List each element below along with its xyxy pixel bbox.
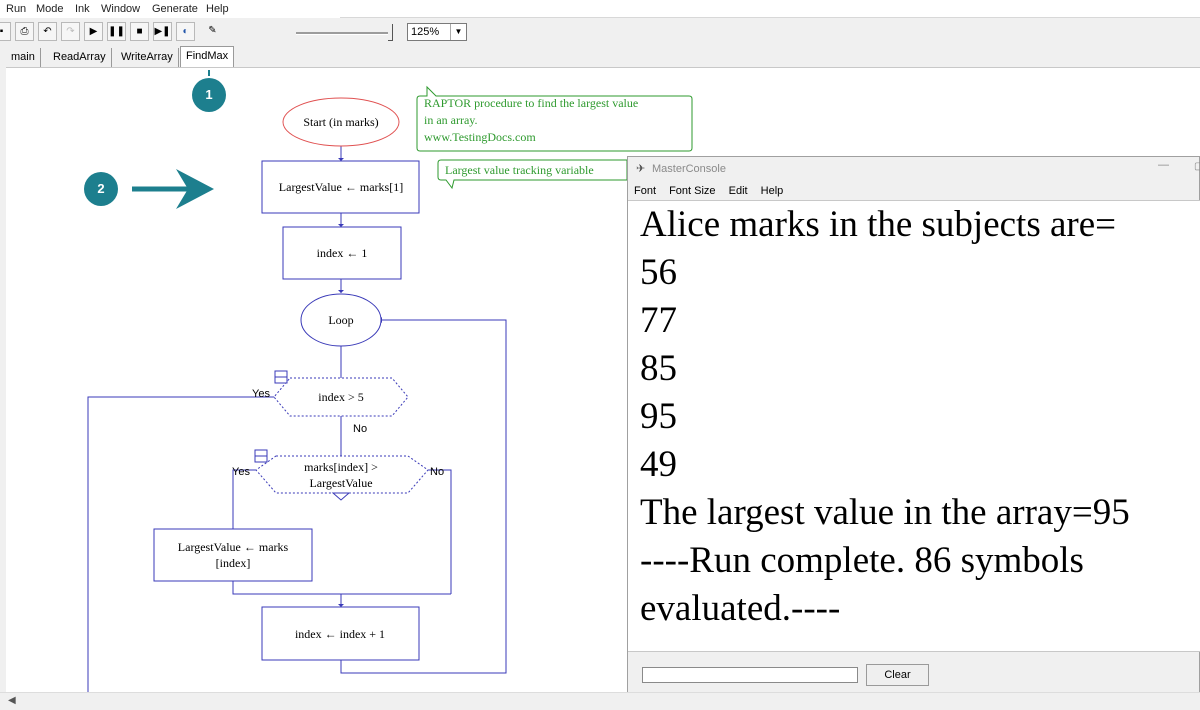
zoom-select[interactable]: 125% ▼ <box>407 23 467 41</box>
tab-findmax[interactable]: FindMax <box>180 46 235 68</box>
menu-help[interactable]: Help <box>206 3 229 15</box>
assign-largest-init-label: LargestValue ← marks[1] <box>279 180 403 194</box>
menu-window[interactable]: Window <box>101 3 141 15</box>
console-input[interactable] <box>642 667 858 683</box>
toolbar: ▪ ⎙ ↶ ↷ ▶ ❚❚ ■ ▶❚ ◐ ✎ <box>0 18 1200 46</box>
comment-procedure-line-1: RAPTOR procedure to find the largest val… <box>424 96 638 110</box>
zoom-value: 125% <box>411 26 440 38</box>
decision-index-label: index > 5 <box>318 390 363 404</box>
raptor-icon: ✈ <box>636 163 646 175</box>
decision-compare <box>255 455 429 494</box>
redo-icon[interactable]: ↷ <box>61 22 80 41</box>
assign-largest-update <box>153 528 313 582</box>
menu-mode[interactable]: Mode <box>36 3 64 15</box>
assign-index-increment <box>261 606 420 661</box>
output-line: ----Run complete. 86 symbols <box>640 540 1084 581</box>
output-line: Alice marks in the subjects are= <box>640 204 1117 245</box>
assign-largest-update-label-2: [index] <box>216 556 251 570</box>
undo-icon[interactable]: ↶ <box>38 22 57 41</box>
decision-compare-notch <box>331 492 351 501</box>
tab-readarray[interactable]: ReadArray <box>48 48 112 67</box>
marker-2: 2 <box>84 172 118 206</box>
speed-slider-thumb[interactable] <box>388 24 393 41</box>
output-line: 85 <box>640 348 677 389</box>
no-label-1: No <box>353 423 367 435</box>
horizontal-scrollbar[interactable]: ◀ <box>0 692 1200 710</box>
start-label: Start (in marks) <box>303 115 378 129</box>
console-menu-font[interactable]: Font <box>634 185 657 197</box>
console-menu-font-size[interactable]: Font Size <box>669 185 716 197</box>
loop-label: Loop <box>328 313 353 327</box>
master-console-window: ✈ MasterConsole — ▢ Font Font Size Edit … <box>627 156 1200 699</box>
console-title: MasterConsole <box>652 163 726 175</box>
pause-icon[interactable]: ❚❚ <box>107 22 126 41</box>
arrow-icon <box>132 169 214 209</box>
clear-button[interactable]: Clear <box>866 664 929 686</box>
loop-node <box>300 293 382 347</box>
assign-largest-update-label-1: LargestValue ← marks <box>178 540 289 554</box>
console-menu-edit[interactable]: Edit <box>728 185 748 197</box>
watch-icon[interactable]: ◐ <box>176 22 195 41</box>
chevron-down-icon[interactable]: ▼ <box>450 24 466 40</box>
console-menu-bar: Font Font Size Edit Help <box>634 185 793 197</box>
assign-index-increment-label: index ← index + 1 <box>295 627 385 641</box>
assign-index-init <box>282 226 402 280</box>
decision-compare-label-2: LargestValue <box>309 476 372 490</box>
marker-1: 1 <box>192 78 226 112</box>
printer-icon[interactable]: ⎙ <box>15 22 34 41</box>
menu-separator <box>340 17 1200 18</box>
comment-box-procedure <box>416 85 693 152</box>
play-icon[interactable]: ▶ <box>84 22 103 41</box>
chevron-left-icon[interactable]: ◀ <box>8 695 16 706</box>
console-output[interactable]: Alice marks in the subjects are= 56 77 8… <box>628 200 1200 652</box>
output-line: 95 <box>640 396 677 437</box>
minimize-icon[interactable]: — <box>1158 159 1169 171</box>
speed-slider-track[interactable] <box>296 32 388 35</box>
no-label-2: No <box>430 466 444 478</box>
comment-tracking-text: Largest value tracking variable <box>445 163 594 177</box>
comment-procedure-line-2: in an array. <box>424 113 478 127</box>
stop-icon[interactable]: ■ <box>130 22 149 41</box>
output-line: evaluated.---- <box>640 588 841 629</box>
yes-label-2: Yes <box>232 466 250 478</box>
console-menu-help[interactable]: Help <box>760 185 784 197</box>
output-line: 77 <box>640 300 677 341</box>
menu-bar: Run Mode Ink Window Generate Help <box>0 0 1200 18</box>
close-icon[interactable]: ▢ <box>1194 161 1200 172</box>
output-line: 56 <box>640 252 677 293</box>
pen-icon[interactable]: ✎ <box>208 25 217 36</box>
output-line: The largest value in the array=95 <box>640 492 1130 533</box>
decision-index <box>273 377 409 417</box>
decision-compare-label-1: marks[index] > <box>304 460 378 474</box>
start-terminal <box>282 97 400 147</box>
menu-run[interactable]: Run <box>6 3 27 15</box>
assign-largest-init <box>261 160 420 214</box>
assign-index-init-label: index ← 1 <box>317 246 368 260</box>
menu-generate[interactable]: Generate <box>152 3 198 15</box>
tab-main[interactable]: main <box>6 48 41 67</box>
output-line: 49 <box>640 444 677 485</box>
tab-writearray[interactable]: WriteArray <box>116 48 179 67</box>
comment-box-tracking <box>437 159 628 190</box>
yes-label-1: Yes <box>252 388 270 400</box>
step-icon[interactable]: ▶❚ <box>153 22 172 41</box>
menu-ink[interactable]: Ink <box>75 3 90 15</box>
save-icon[interactable]: ▪ <box>0 22 11 41</box>
comment-procedure-line-3: www.TestingDocs.com <box>424 130 536 144</box>
